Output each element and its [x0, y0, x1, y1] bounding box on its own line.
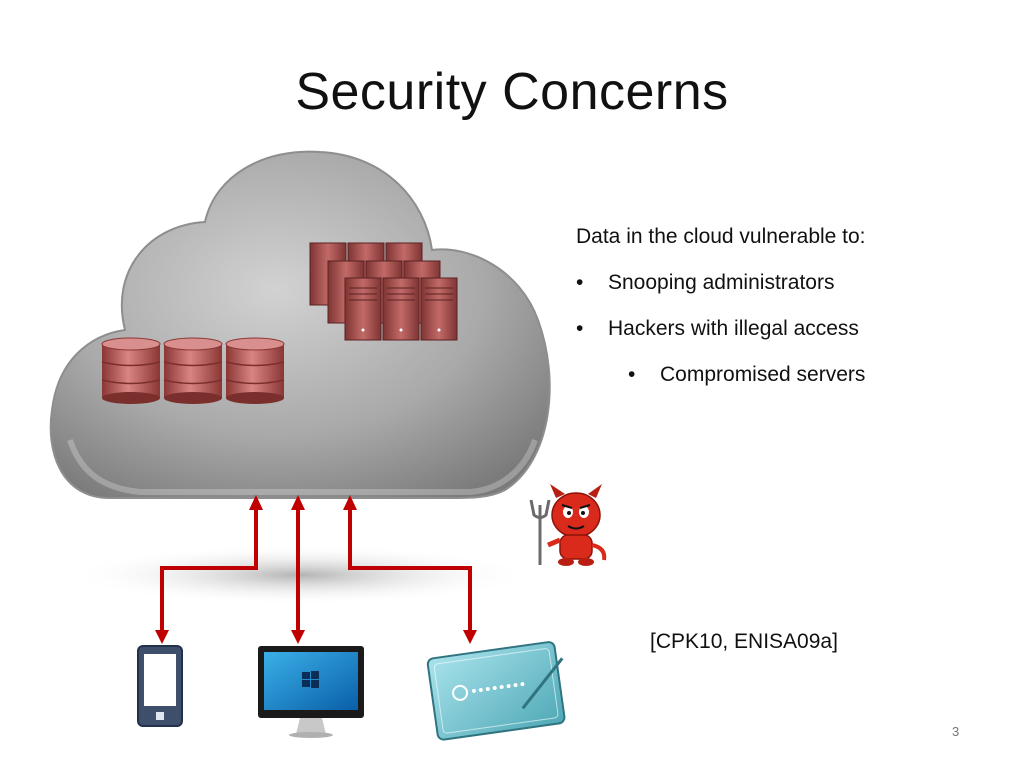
connection-arrows: [160, 505, 472, 636]
cloud-icon: [49, 150, 551, 499]
bullet-text: Snooping administrators: [608, 271, 835, 294]
bullet-dot: •: [576, 271, 584, 294]
devil-hacker-icon: [529, 484, 607, 566]
bullet-intro: Data in the cloud vulnerable to:: [576, 225, 866, 248]
arrowheads: [155, 495, 477, 644]
desktop-monitor-icon: [258, 646, 364, 738]
sub-bullet-text: Compromised servers: [660, 363, 866, 386]
bullet-item: • Snooping administrators: [576, 260, 996, 306]
bullet-text: Hackers with illegal access: [608, 317, 859, 340]
bullet-item: • Hackers with illegal access: [576, 306, 996, 352]
slide-title: Security Concerns: [295, 63, 729, 121]
bullet-list: Data in the cloud vulnerable to: • Snoop…: [576, 214, 996, 398]
arrow-cloud-phone: [160, 505, 258, 636]
sub-bullet-item: • Compromised servers: [576, 352, 996, 398]
smartphone-icon: [137, 645, 183, 727]
bullet-dot: •: [576, 317, 584, 340]
tablet-icon: [426, 641, 566, 741]
arrow-cloud-tablet: [348, 505, 472, 636]
citation: [CPK10, ENISA09a]: [650, 630, 838, 653]
database-cylinder-icon: [101, 337, 285, 404]
bullet-dot: •: [628, 363, 636, 386]
slide-number: 3: [952, 724, 960, 739]
server-rack-icon: [309, 242, 458, 341]
